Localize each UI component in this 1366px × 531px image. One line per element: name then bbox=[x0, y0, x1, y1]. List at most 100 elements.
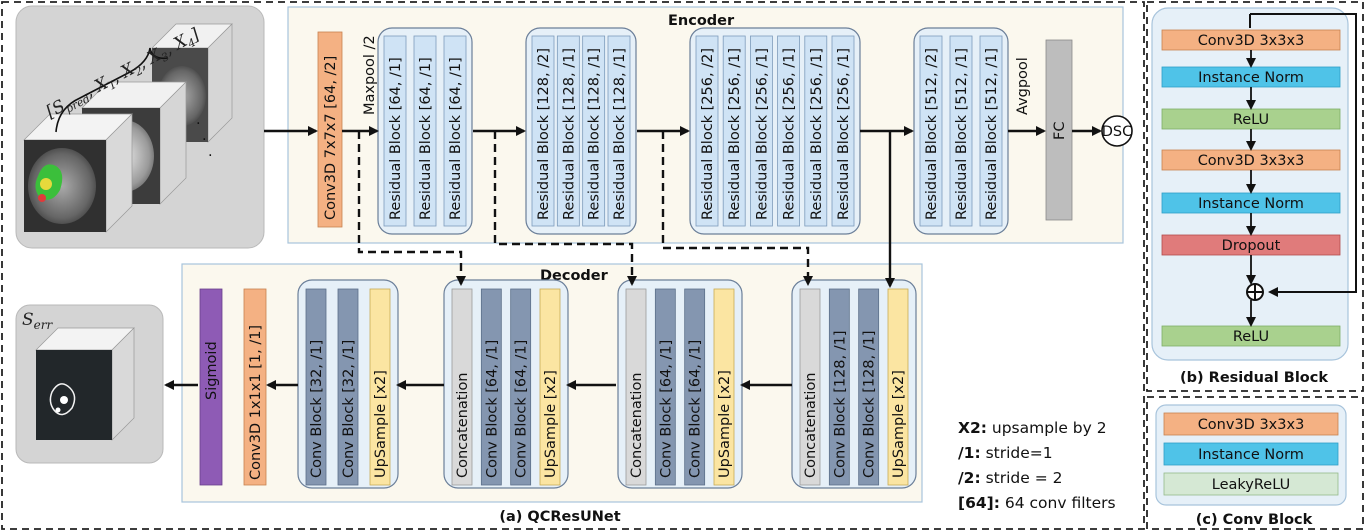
encoder-stage1: Residual Block [64, /1] Residual Block [6… bbox=[377, 27, 473, 235]
residual-layer-4: Conv3D 3x3x3 bbox=[1161, 149, 1341, 171]
residual-block-stage4-1: Residual Block [512, /2] bbox=[919, 35, 943, 227]
svg-text:Residual Block [256, /2]: Residual Block [256, /2] bbox=[700, 48, 716, 220]
svg-text:Conv Block [128, /1]: Conv Block [128, /1] bbox=[832, 330, 848, 478]
output-label: Serr bbox=[22, 310, 53, 332]
residual-block-stage1-3: Residual Block [64, /1] bbox=[443, 35, 467, 227]
concatenation-block3-1: Concatenation bbox=[625, 288, 647, 486]
residual-block-stage3-3: Residual Block [256, /1] bbox=[750, 35, 773, 227]
residual-block-stage2-2: Residual Block [128, /1] bbox=[556, 35, 580, 227]
svg-text:Residual Block [128, /1]: Residual Block [128, /1] bbox=[612, 48, 628, 220]
conv-layer-2: Instance Norm bbox=[1163, 442, 1339, 466]
residual-block-stage4-2: Residual Block [512, /1] bbox=[949, 35, 973, 227]
svg-text:Conv3D 3x3x3: Conv3D 3x3x3 bbox=[1198, 33, 1305, 49]
svg-text:·: · bbox=[208, 148, 213, 164]
residual-block-stage4-3: Residual Block [512, /1] bbox=[979, 35, 1003, 227]
upsample-block2-4: UpSample [x2] bbox=[539, 288, 561, 486]
svg-text:Conv3D 3x3x3: Conv3D 3x3x3 bbox=[1198, 153, 1305, 169]
conv-block-block2-2: Conv Block [64, /1] bbox=[480, 288, 502, 486]
svg-text:Residual Block [128, /2]: Residual Block [128, /2] bbox=[536, 48, 552, 220]
upsample-block4-4: UpSample [x2] bbox=[887, 288, 909, 486]
legend-item: /1: stride=1 bbox=[958, 444, 1053, 462]
caption-c: (c) Conv Block bbox=[1196, 512, 1313, 528]
upsample-block1-3: UpSample [x2] bbox=[369, 288, 391, 486]
conv-block-block2-3: Conv Block [64, /1] bbox=[510, 288, 532, 486]
svg-text:Conv Block [64, /1]: Conv Block [64, /1] bbox=[658, 340, 674, 478]
residual-layer-6: Dropout bbox=[1161, 234, 1341, 256]
svg-text:ReLU: ReLU bbox=[1233, 112, 1269, 128]
svg-text:Residual Block [128, /1]: Residual Block [128, /1] bbox=[587, 48, 603, 220]
svg-text:Conv Block [32, /1]: Conv Block [32, /1] bbox=[309, 340, 325, 478]
encoder-stage2: Residual Block [128, /2]Residual Block [… bbox=[525, 27, 637, 235]
svg-text:UpSample [x2]: UpSample [x2] bbox=[717, 370, 733, 478]
svg-text:Conv3D 7x7x7 [64, /2]: Conv3D 7x7x7 [64, /2] bbox=[323, 56, 339, 220]
svg-text:Residual Block [64, /1]: Residual Block [64, /1] bbox=[418, 57, 434, 220]
svg-text:Residual Block [512, /1]: Residual Block [512, /1] bbox=[984, 48, 1000, 220]
concatenation-block2-1: Concatenation bbox=[451, 288, 473, 486]
decoder-block3: Concatenation Conv Block [64, /1] Conv Blo… bbox=[617, 279, 743, 489]
svg-text:Instance Norm: Instance Norm bbox=[1198, 70, 1304, 86]
conv-block-block3-3: Conv Block [64, /1] bbox=[684, 288, 706, 486]
svg-text:Instance Norm: Instance Norm bbox=[1198, 447, 1304, 463]
svg-text:Concatenation: Concatenation bbox=[803, 372, 819, 478]
encoder-stage3: Residual Block [256, /2] Residual Block [… bbox=[689, 27, 861, 235]
residual-block-stage3-1: Residual Block [256, /2] bbox=[695, 35, 719, 227]
residual-block-stage1-1: Residual Block [64, /1] bbox=[383, 35, 407, 227]
conv-block-block4-3: Conv Block [128, /1] bbox=[858, 288, 880, 486]
residual-layer-5: Instance Norm bbox=[1161, 192, 1341, 214]
svg-text:Residual Block [256, /1]: Residual Block [256, /1] bbox=[754, 48, 770, 220]
encoder-fc: FC bbox=[1045, 39, 1073, 221]
concatenation-block4-1: Concatenation bbox=[799, 288, 821, 486]
conv-layer-3: LeakyReLU bbox=[1163, 472, 1339, 496]
residual-block-stage1-2: Residual Block [64, /1] bbox=[413, 35, 437, 227]
decoder-block2: Concatenation Conv Block [64, /1] Conv Blo… bbox=[443, 279, 569, 489]
input-brace bbox=[55, 47, 169, 133]
residual-block-stage2-1: Residual Block [128, /2] bbox=[531, 35, 555, 227]
caption-a: (a) QCResUNet bbox=[499, 509, 620, 525]
decoder-sigmoid: Sigmoid bbox=[199, 288, 223, 486]
svg-text:Instance Norm: Instance Norm bbox=[1198, 196, 1304, 212]
residual-block-stage3-2: Residual Block [256, /1] bbox=[722, 35, 746, 227]
svg-text:Residual Block [256, /1]: Residual Block [256, /1] bbox=[782, 48, 798, 220]
svg-text:Dropout: Dropout bbox=[1222, 238, 1281, 254]
svg-text:ReLU: ReLU bbox=[1233, 329, 1269, 345]
residual-block-stage2-3: Residual Block [128, /1] bbox=[582, 35, 606, 227]
svg-text:Residual Block [512, /1]: Residual Block [512, /1] bbox=[954, 48, 970, 220]
caption-b: (b) Residual Block bbox=[1180, 370, 1328, 386]
skip-connections bbox=[357, 131, 813, 286]
svg-text:Conv Block [32, /1]: Conv Block [32, /1] bbox=[341, 340, 357, 478]
dsc-output: DSC bbox=[1101, 115, 1133, 147]
ellipsis-dots: · bbox=[196, 116, 201, 132]
error-mask bbox=[49, 383, 76, 416]
frame-residual-block bbox=[1146, 1, 1364, 392]
conv-block-block4-2: Conv Block [128, /1] bbox=[828, 288, 850, 486]
svg-text:DSC: DSC bbox=[1102, 124, 1133, 140]
output-panel: Serr bbox=[15, 304, 164, 464]
svg-text:Conv3D 3x3x3: Conv3D 3x3x3 bbox=[1198, 417, 1305, 433]
svg-text:·: · bbox=[202, 132, 207, 148]
svg-text:FC: FC bbox=[1052, 122, 1068, 140]
frame-conv-block bbox=[1146, 396, 1364, 530]
svg-text:Conv Block [128, /1]: Conv Block [128, /1] bbox=[862, 330, 878, 478]
residual-block-stage2-4: Residual Block [128, /1] bbox=[607, 35, 631, 227]
conv-block-block1-2: Conv Block [32, /1] bbox=[337, 288, 359, 486]
svg-text:Residual Block [64, /1]: Residual Block [64, /1] bbox=[388, 57, 404, 220]
conv-layer-1: Conv3D 3x3x3 bbox=[1163, 412, 1339, 436]
frame-qcresunet bbox=[1, 1, 1145, 530]
encoder-stage4: Residual Block [512, /2] Residual Block [… bbox=[913, 27, 1009, 235]
decoder-block1: Conv Block [32, /1] Conv Block [32, /1] Up… bbox=[297, 279, 399, 489]
svg-text:Residual Block [512, /2]: Residual Block [512, /2] bbox=[924, 48, 940, 220]
residual-block-stage3-5: Residual Block [256, /1] bbox=[804, 35, 828, 227]
residual-block-panel bbox=[1151, 7, 1349, 361]
conv-block-block1-1: Conv Block [32, /1] bbox=[305, 288, 327, 486]
input-panel: · · · [Spred, X1, X2, X3, X4] bbox=[15, 5, 265, 249]
svg-text:Residual Block [256, /1]: Residual Block [256, /1] bbox=[836, 48, 852, 220]
decoder-block4: Concatenation Conv Block [128, /1] Conv Bl… bbox=[791, 279, 917, 489]
svg-text:Conv Block [64, /1]: Conv Block [64, /1] bbox=[514, 340, 530, 478]
residual-layer-1: Conv3D 3x3x3 bbox=[1161, 29, 1341, 51]
svg-text:Conv Block [64, /1]: Conv Block [64, /1] bbox=[688, 340, 704, 478]
svg-text:Residual Block [64, /1]: Residual Block [64, /1] bbox=[448, 57, 464, 220]
svg-text:Sigmoid: Sigmoid bbox=[204, 341, 220, 400]
svg-text:UpSample [x2]: UpSample [x2] bbox=[373, 370, 389, 478]
maxpool-label: Maxpool /2 bbox=[362, 35, 378, 115]
